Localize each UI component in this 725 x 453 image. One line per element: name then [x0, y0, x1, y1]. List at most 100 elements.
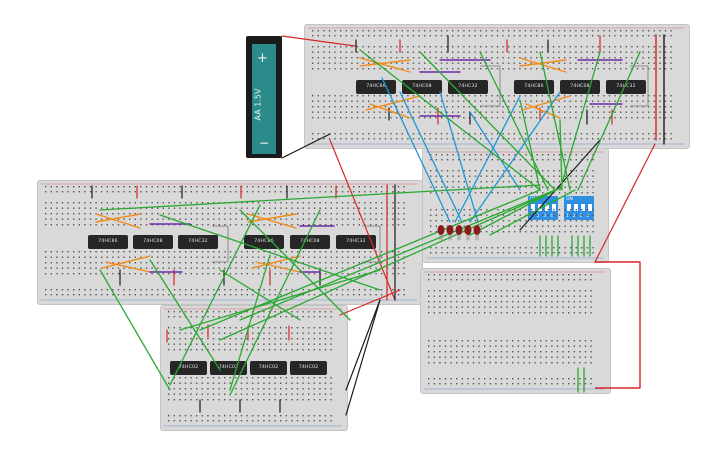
breadboard-bottom-right — [420, 268, 611, 394]
bl-rail-top — [168, 311, 332, 318]
led-3 — [455, 225, 463, 235]
red-bridge — [339, 289, 401, 316]
bl-rail-bottom — [168, 415, 332, 422]
ml-rail-bottom — [45, 289, 405, 296]
green-wire-21 — [469, 187, 561, 236]
green-wire-17 — [179, 269, 381, 331]
blue-wire-3 — [454, 95, 521, 223]
dip-switch-2-toggle-2[interactable] — [574, 204, 578, 211]
orange-wire-11 — [105, 261, 151, 273]
green-wire-5 — [577, 51, 641, 191]
green-wire-13 — [99, 269, 171, 391]
tr-holes-top — [312, 46, 672, 70]
grey-loop-1 — [480, 65, 501, 107]
grey-loop-2 — [630, 65, 649, 107]
green-wire-4 — [559, 51, 601, 191]
orange-wire-8 — [95, 213, 141, 229]
green-wire-10 — [239, 209, 351, 321]
chip-ml2-3: 74HC32 — [336, 235, 376, 249]
battery-pos-wire — [281, 35, 356, 47]
ml-rail-top — [45, 186, 405, 193]
orange-wire-12 — [247, 213, 297, 229]
green-wire-18 — [199, 189, 541, 331]
orange-wire-2 — [365, 95, 421, 111]
tr-rail-top — [312, 30, 672, 37]
grey-loop-3 — [212, 225, 229, 263]
dip-switch-2-toggle-3[interactable] — [581, 204, 585, 211]
battery-neg-wire — [281, 133, 331, 159]
black-diag2 — [345, 299, 381, 391]
green-wire-6 — [519, 99, 541, 191]
br-holes-top — [428, 290, 592, 314]
red-jumper — [594, 143, 656, 263]
dip-switch-2-on-label: ON — [566, 197, 573, 202]
chip-ml-3: 74HC32 — [178, 235, 218, 249]
led-1 — [437, 225, 445, 235]
blue-wire-5 — [469, 111, 521, 191]
tr-holes-bottom — [312, 95, 672, 119]
dip-switch-2[interactable]: ON 1 2 3 4 — [564, 196, 594, 220]
green-wire-15 — [219, 269, 301, 321]
battery-plus-label: + — [257, 51, 268, 66]
green-wire-16 — [229, 254, 271, 391]
black-diag — [345, 299, 381, 416]
orange-wire-15 — [255, 261, 301, 273]
chip-tr2-3: 74HC32 — [606, 80, 646, 94]
chip-tr2-1: 74HC86 — [514, 80, 554, 94]
dip-switch-1-numbers: 1 2 3 4 — [530, 214, 555, 219]
br-rail-top — [428, 274, 592, 281]
green-wire-20 — [239, 187, 561, 321]
battery-minus-label: − — [259, 136, 270, 150]
chip-bottom-3: 74HC02 — [250, 361, 287, 375]
blue-wire-2 — [439, 91, 479, 223]
black-jumper — [519, 139, 601, 231]
dip-switch-1-toggle-1[interactable] — [531, 204, 535, 211]
chip-tr2-2: 74HC08 — [560, 80, 600, 94]
green-wire-19 — [219, 191, 553, 341]
green-wire-8 — [99, 184, 541, 211]
chip-tr-1: 74HC86 — [356, 80, 396, 94]
bl-holes-top — [168, 327, 332, 351]
green-wire-12 — [229, 209, 321, 396]
green-wire-14 — [149, 259, 221, 371]
orange-wire-9 — [95, 213, 141, 223]
chip-ml-2: 74HC08 — [133, 235, 173, 249]
dip-switch-2-toggle-1[interactable] — [567, 204, 571, 211]
green-wire-0 — [359, 49, 541, 191]
led-2 — [446, 225, 454, 235]
green-wire-3 — [539, 51, 571, 191]
blue-wire-1 — [399, 91, 463, 223]
led-4 — [464, 225, 472, 235]
br-rail-bottom — [428, 378, 592, 385]
orange-wire-14 — [251, 255, 301, 269]
green-wire-1 — [419, 51, 556, 191]
br-holes-bottom — [428, 340, 592, 364]
battery-cell — [252, 44, 276, 154]
green-wire-2 — [479, 51, 549, 191]
red-diag — [329, 139, 396, 301]
dip-switch-1-toggle-3[interactable] — [545, 204, 549, 211]
tr-rail-bottom — [312, 133, 672, 140]
orange-wire-0 — [359, 57, 411, 73]
orange-wire-6 — [521, 95, 571, 111]
blue-wire-4 — [469, 91, 561, 223]
chip-ml2-2: 74HC08 — [290, 235, 330, 249]
led-5 — [473, 225, 481, 235]
blue-wire-0 — [381, 77, 451, 223]
dip-switch-1-toggle-4[interactable] — [552, 204, 556, 211]
dip-switch-2-toggle-4[interactable] — [588, 204, 592, 211]
green-wire-11 — [169, 204, 261, 386]
green-wire-7 — [559, 119, 563, 191]
dip-switch-2-numbers: 1 2 3 4 — [566, 214, 591, 219]
green-wire-22 — [489, 189, 576, 236]
mr-rail-bottom — [430, 247, 594, 254]
orange-wire-13 — [247, 213, 297, 223]
grey-loop-4 — [362, 225, 381, 263]
chip-bottom-1: 74HC02 — [170, 361, 207, 375]
orange-wire-10 — [101, 255, 151, 269]
chip-bottom-4: 74HC02 — [290, 361, 327, 375]
chip-ml2-1: 74HC86 — [244, 235, 284, 249]
orange-wire-3 — [369, 103, 411, 119]
right-loop-wire — [595, 261, 641, 389]
